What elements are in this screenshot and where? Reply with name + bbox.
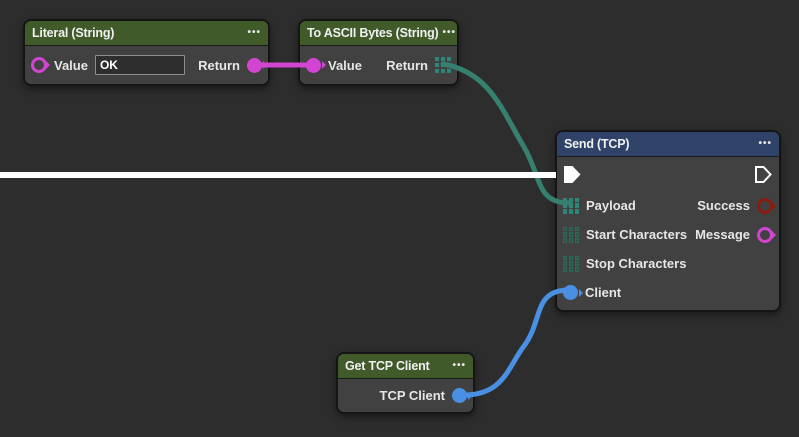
node-menu-icon[interactable]: •••: [758, 138, 772, 149]
stop-characters-array-input-port[interactable]: [563, 256, 579, 272]
value-label: Value: [54, 57, 88, 73]
start-characters-label: Start Characters: [586, 227, 688, 242]
return-label: Return: [198, 57, 240, 73]
payload-label: Payload: [586, 198, 636, 213]
tcp-client-label: TCP Client: [379, 388, 446, 403]
stop-characters-label: Stop Characters: [586, 256, 687, 271]
node-row: Value Return: [300, 46, 457, 84]
node-to-ascii-bytes[interactable]: To ASCII Bytes (String) ••• Value Return: [298, 19, 459, 86]
value-field[interactable]: [94, 55, 185, 75]
node-title: Get TCP Client: [345, 359, 430, 373]
node-menu-icon[interactable]: •••: [442, 27, 457, 38]
node-header[interactable]: Literal (String) •••: [25, 21, 268, 46]
return-label: Return: [386, 57, 428, 73]
node-row: Value Return: [25, 46, 268, 84]
value-label: Value: [328, 57, 362, 73]
node-menu-icon[interactable]: •••: [452, 360, 466, 371]
start-characters-array-input-port[interactable]: [563, 227, 579, 243]
message-output-port[interactable]: [757, 226, 773, 243]
node-send-tcp[interactable]: Send (TCP) ••• Payload Success Start Cha: [555, 130, 781, 312]
node-row: Start Characters Message: [557, 220, 779, 249]
node-literal-string[interactable]: Literal (String) ••• Value Return: [23, 19, 270, 86]
client-label: Client: [585, 285, 622, 300]
node-menu-icon[interactable]: •••: [247, 27, 261, 38]
value-input-port[interactable]: [31, 57, 47, 73]
node-row: TCP Client: [338, 379, 473, 412]
payload-array-input-port[interactable]: [563, 197, 579, 214]
message-label: Message: [695, 227, 750, 242]
node-header[interactable]: Get TCP Client •••: [338, 354, 473, 379]
node-get-tcp-client[interactable]: Get TCP Client ••• TCP Client: [336, 352, 475, 414]
node-header[interactable]: Send (TCP) •••: [557, 132, 779, 157]
node-title: Send (TCP): [564, 137, 630, 151]
exec-input-pin[interactable]: [563, 165, 582, 184]
node-title: To ASCII Bytes (String): [307, 26, 439, 40]
exec-row: [557, 157, 779, 191]
success-label: Success: [697, 198, 750, 213]
exec-output-pin[interactable]: [754, 165, 773, 184]
node-row: Payload Success: [557, 191, 779, 220]
wire-client-to-send[interactable]: [453, 287, 572, 398]
node-row: Client: [557, 278, 779, 307]
node-header[interactable]: To ASCII Bytes (String) •••: [300, 21, 457, 46]
wire-bytes-to-payload[interactable]: [440, 61, 573, 206]
node-row: Stop Characters: [557, 249, 779, 278]
node-title: Literal (String): [32, 26, 115, 40]
success-output-port[interactable]: [757, 197, 773, 214]
